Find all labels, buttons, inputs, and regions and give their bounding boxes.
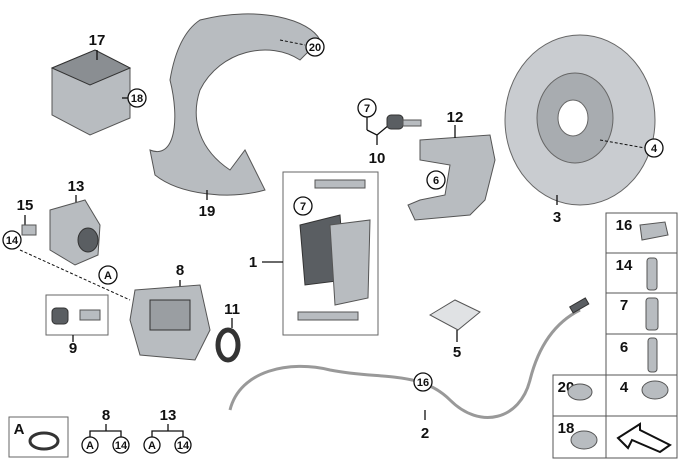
part-11-seal-ring[interactable] xyxy=(215,327,241,363)
label-10: 10 xyxy=(369,150,386,167)
grid-label-18: 18 xyxy=(558,420,575,437)
label-1: 1 xyxy=(249,254,257,271)
label-16: 16 xyxy=(417,377,429,389)
bolt-4-icon xyxy=(641,380,669,400)
bolt-7-icon xyxy=(645,297,659,331)
part-3-brake-disc[interactable] xyxy=(504,34,656,206)
legend-tree-8: 8 A 14 xyxy=(81,407,130,454)
label-5: 5 xyxy=(453,344,461,361)
label-9: 9 xyxy=(69,340,77,357)
tree-13-parent: 13 xyxy=(160,407,177,424)
nut-bolt-20-icon xyxy=(567,383,593,401)
label-6: 6 xyxy=(433,175,439,187)
o-ring-icon xyxy=(28,431,60,451)
part-12-caliper-carrier[interactable] xyxy=(407,134,496,221)
tree-13-child-A: A xyxy=(148,440,156,452)
arrow-icon xyxy=(616,422,672,454)
label-4: 4 xyxy=(651,143,658,155)
label-11: 11 xyxy=(224,301,240,318)
grid-label-4: 4 xyxy=(620,379,629,396)
label-7: 7 xyxy=(364,103,370,115)
part-17-control-module[interactable] xyxy=(50,49,132,136)
clip-icon xyxy=(639,221,669,241)
label-2: 2 xyxy=(421,425,429,442)
tree-8-child-14: 14 xyxy=(115,440,128,452)
label-20: 20 xyxy=(309,42,321,54)
part-2-wear-sensor-cable[interactable] xyxy=(228,308,581,419)
label-7b: 7 xyxy=(300,201,306,213)
legend-tree-13: 13 A 14 xyxy=(143,407,192,454)
tree-13-child-14: 14 xyxy=(177,440,190,452)
label-17: 17 xyxy=(89,32,106,49)
part-5-grease-packet[interactable] xyxy=(428,299,481,331)
label-19: 19 xyxy=(199,203,216,220)
part-19-dust-shield[interactable] xyxy=(149,13,321,196)
label-A: A xyxy=(104,270,112,282)
label-14: 14 xyxy=(6,235,19,247)
part-13-parking-brake-actuator[interactable] xyxy=(49,199,101,266)
tree-8-parent: 8 xyxy=(102,407,110,424)
grid-label-6: 6 xyxy=(620,339,628,356)
label-18: 18 xyxy=(131,93,143,105)
legend-A-label: A xyxy=(14,421,25,438)
part-9-bleeder[interactable] xyxy=(51,307,69,325)
part-15-seal[interactable] xyxy=(21,224,37,236)
bolt-6-icon xyxy=(647,337,658,373)
label-8: 8 xyxy=(176,262,184,279)
grid-label-16: 16 xyxy=(616,217,633,234)
legend-box-A xyxy=(8,416,69,458)
nut-18-icon xyxy=(570,430,598,450)
label-12: 12 xyxy=(447,109,464,126)
label-3: 3 xyxy=(553,209,561,226)
label-13: 13 xyxy=(68,178,85,195)
tree-8-child-A: A xyxy=(86,440,94,452)
part-1-brake-pads[interactable] xyxy=(297,179,371,321)
bolt-14-icon xyxy=(646,257,658,291)
part-10-guide-bolt-set[interactable] xyxy=(386,114,422,130)
label-15: 15 xyxy=(17,197,34,214)
part-8-brake-caliper[interactable] xyxy=(129,284,211,361)
grid-label-7: 7 xyxy=(620,297,628,314)
grid-label-14: 14 xyxy=(616,257,633,274)
